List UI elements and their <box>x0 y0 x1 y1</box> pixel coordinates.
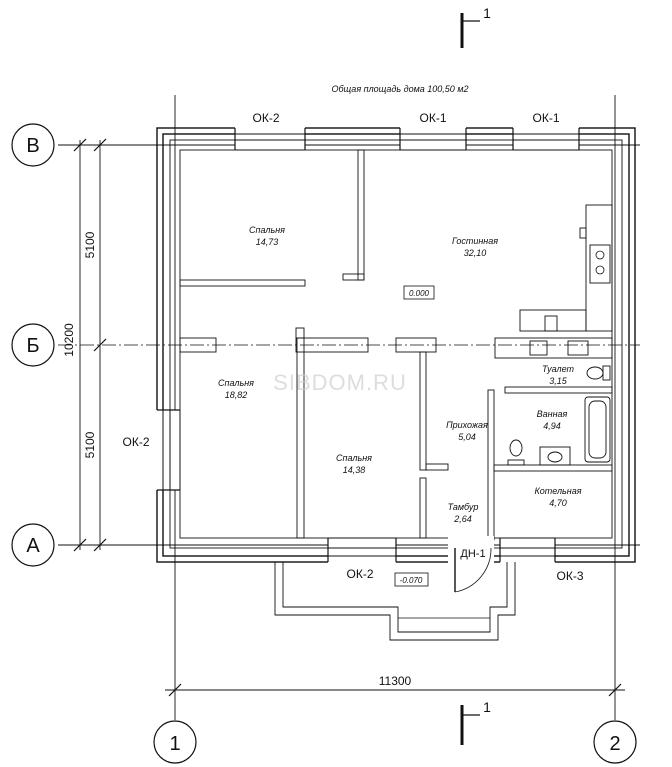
axis-label-v: В <box>26 135 39 157</box>
dimension-total-width: 11300 <box>379 674 412 688</box>
room-area: 2,64 <box>453 514 472 524</box>
dimension-horizontal: 11300 <box>165 674 625 697</box>
section-mark-top: 1 <box>460 5 491 48</box>
window-label-bottom-right: ОК-3 <box>557 569 584 583</box>
door-label: ДН-1 <box>460 548 485 560</box>
level-mark-porch: -0.070 <box>394 572 429 587</box>
room-area: 4,94 <box>543 421 561 431</box>
section-mark-top-label: 1 <box>483 5 491 21</box>
windows <box>155 126 580 564</box>
room-area: 5,04 <box>458 432 476 442</box>
room-bedroom-3: Спальня 14,38 <box>336 453 372 475</box>
watermark: SIBDOM.RU <box>273 370 407 395</box>
window-label-top-right: ОК-1 <box>533 111 560 125</box>
room-name: Прихожая <box>446 420 488 430</box>
room-name: Спальня <box>218 378 254 388</box>
sanitary-fixtures <box>507 340 611 466</box>
room-area: 32,10 <box>464 248 487 258</box>
window-label-top-mid: ОК-1 <box>420 111 447 125</box>
axis-label-a: А <box>26 535 40 557</box>
room-bedroom-1: Спальня 14,73 <box>249 225 285 247</box>
dimension-lower-span: 5100 <box>83 431 97 458</box>
window-label-left: ОК-2 <box>123 435 150 449</box>
axis-label-1: 1 <box>169 733 180 755</box>
axis-marker-b: Б <box>11 323 55 367</box>
section-mark-bottom: 1 <box>460 699 491 745</box>
room-name: Спальня <box>336 453 372 463</box>
dimension-upper-span: 5100 <box>83 231 97 258</box>
dimension-total-height: 10200 <box>62 323 76 357</box>
level-floor-label: 0.000 <box>409 289 430 298</box>
room-area: 14,73 <box>256 237 279 247</box>
room-area: 4,70 <box>549 498 567 508</box>
room-toilet: Туалет 3,15 <box>542 364 575 386</box>
room-area: 18,82 <box>225 390 248 400</box>
window-label-top-left: ОК-2 <box>253 111 280 125</box>
room-name: Туалет <box>542 364 575 374</box>
level-mark-floor: 0.000 <box>403 285 435 300</box>
room-vestibule: Тамбур 2,64 <box>448 502 479 524</box>
axis-marker-1: 1 <box>153 720 197 764</box>
plan-title: Общая площадь дома 100,50 м2 <box>331 84 468 94</box>
room-bathroom: Ванная 4,94 <box>537 409 568 431</box>
level-porch-label: -0.070 <box>400 576 423 585</box>
room-bedroom-2: Спальня 18,82 <box>218 378 254 400</box>
axis-label-2: 2 <box>609 733 620 755</box>
room-boiler: Котельная 4,70 <box>534 486 581 508</box>
dimension-vertical: 10200 5100 5100 <box>62 138 107 552</box>
room-name: Гостинная <box>452 236 498 246</box>
axis-marker-a: А <box>11 523 55 567</box>
room-name: Котельная <box>534 486 581 496</box>
axis-label-b: Б <box>26 335 39 357</box>
room-area: 14,38 <box>343 465 366 475</box>
axis-marker-2: 2 <box>593 720 637 764</box>
porch <box>274 562 516 641</box>
axis-marker-v: В <box>11 123 55 167</box>
room-name: Спальня <box>249 225 285 235</box>
room-area: 3,15 <box>549 376 568 386</box>
entrance-door <box>448 536 494 593</box>
window-label-bottom-left: ОК-2 <box>347 567 374 581</box>
room-name: Ванная <box>537 409 568 419</box>
section-mark-bottom-label: 1 <box>483 699 491 715</box>
kitchen-counter <box>519 204 613 332</box>
room-name: Тамбур <box>448 502 479 512</box>
room-hallway: Прихожая 5,04 <box>446 420 488 442</box>
room-living: Гостинная 32,10 <box>452 236 498 258</box>
